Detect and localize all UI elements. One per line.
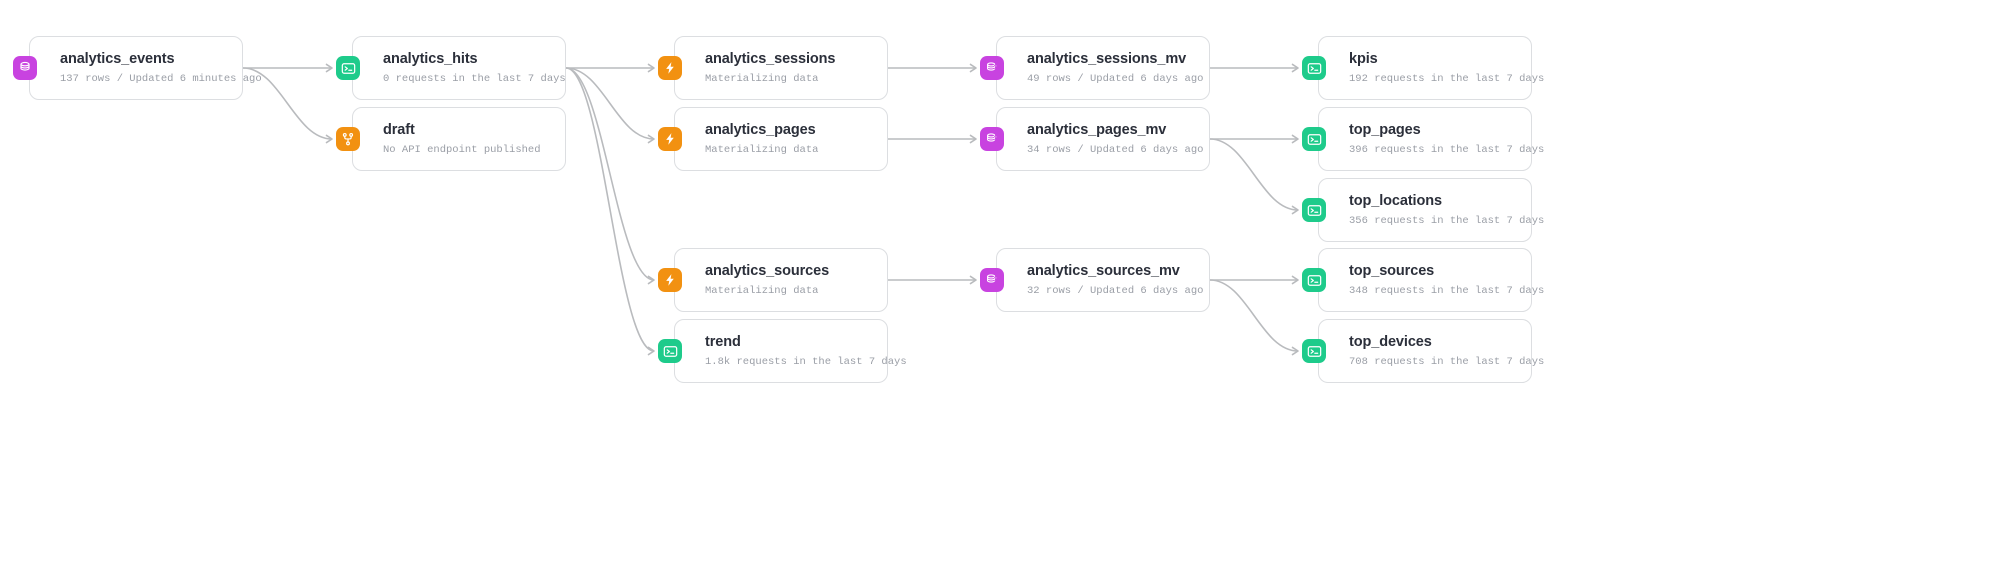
node-kpis[interactable]: kpis 192 requests in the last 7 days (1302, 36, 1545, 100)
node-top_locations[interactable]: top_locations 356 requests in the last 7 … (1302, 178, 1545, 242)
node-subtitle: 192 requests in the last 7 days (1349, 72, 1545, 85)
node-subtitle: No API endpoint published (383, 143, 541, 156)
node-analytics_hits[interactable]: analytics_hits 0 requests in the last 7 d… (336, 36, 566, 100)
arrow-head-top_devices (1291, 346, 1299, 356)
node-title: top_sources (1349, 263, 1435, 279)
arrow-head-top_locations (1291, 205, 1299, 215)
node-subtitle: 49 rows / Updated 6 days ago (1027, 72, 1204, 85)
arrow-head-trend (647, 346, 655, 356)
terminal-icon (1302, 268, 1326, 292)
edge-analytics_sources_mv-to-top_devices (1209, 279, 1299, 352)
git-branch-icon (336, 127, 360, 151)
node-top_pages[interactable]: top_pages 396 requests in the last 7 days (1302, 107, 1545, 171)
node-analytics_sessions_mv[interactable]: analytics_sessions_mv 49 rows / Updated 6… (980, 36, 1210, 100)
terminal-icon (1302, 198, 1326, 222)
node-title: trend (705, 334, 741, 350)
node-title: analytics_pages (705, 122, 816, 138)
node-title: analytics_events (60, 51, 175, 67)
materialized-view-icon (980, 127, 1004, 151)
node-analytics_pages_mv[interactable]: analytics_pages_mv 34 rows / Updated 6 da… (980, 107, 1210, 171)
arrow-head-analytics_sessions_mv (969, 63, 977, 73)
node-body: trend 1.8k requests in the last 7 days (675, 334, 907, 368)
lightning-icon (658, 268, 682, 292)
node-subtitle: 34 rows / Updated 6 days ago (1027, 143, 1204, 156)
arrow-head-top_pages (1291, 134, 1299, 144)
node-title: analytics_hits (383, 51, 478, 67)
node-subtitle: Materializing data (705, 72, 819, 85)
node-title: analytics_sources (705, 263, 830, 279)
node-subtitle: 137 rows / Updated 6 minutes ago (60, 72, 262, 85)
node-analytics_events[interactable]: analytics_events 137 rows / Updated 6 min… (13, 36, 262, 100)
arrow-head-draft (325, 134, 333, 144)
materialized-view-icon (980, 268, 1004, 292)
edge-analytics_hits-to-analytics_pages (565, 67, 655, 140)
node-subtitle: 356 requests in the last 7 days (1349, 214, 1545, 227)
terminal-icon (1302, 127, 1326, 151)
arrow-head-analytics_sources_mv (969, 275, 977, 285)
node-analytics_sources_mv[interactable]: analytics_sources_mv 32 rows / Updated 6 … (980, 248, 1210, 312)
edge-analytics_pages_mv-to-top_locations (1209, 138, 1299, 211)
database-icon (13, 56, 37, 80)
terminal-icon (1302, 56, 1326, 80)
node-subtitle: 1.8k requests in the last 7 days (705, 355, 907, 368)
terminal-icon (336, 56, 360, 80)
node-title: draft (383, 122, 415, 138)
node-body: kpis 192 requests in the last 7 days (1319, 51, 1545, 85)
node-subtitle: Materializing data (705, 284, 819, 297)
node-title: analytics_pages_mv (1027, 122, 1167, 138)
node-top_devices[interactable]: top_devices 708 requests in the last 7 da… (1302, 319, 1545, 383)
node-subtitle: 32 rows / Updated 6 days ago (1027, 284, 1204, 297)
node-draft[interactable]: draft No API endpoint published (336, 107, 566, 171)
materialized-view-icon (980, 56, 1004, 80)
node-body: analytics_events 137 rows / Updated 6 min… (30, 51, 262, 85)
lightning-icon (658, 56, 682, 80)
node-title: analytics_sources_mv (1027, 263, 1180, 279)
node-subtitle: Materializing data (705, 143, 819, 156)
node-body: analytics_sources_mv 32 rows / Updated 6 … (997, 264, 1209, 296)
node-trend[interactable]: trend 1.8k requests in the last 7 days (658, 319, 907, 383)
node-subtitle: 708 requests in the last 7 days (1349, 355, 1545, 368)
edge-analytics_hits-to-trend (565, 67, 655, 352)
node-body: draft No API endpoint published (353, 123, 565, 155)
node-title: analytics_sessions (705, 51, 836, 67)
node-title: analytics_sessions_mv (1027, 51, 1187, 67)
node-body: analytics_sessions_mv 49 rows / Updated 6… (997, 52, 1209, 84)
arrow-head-analytics_hits (325, 63, 333, 73)
node-subtitle: 396 requests in the last 7 days (1349, 143, 1545, 156)
arrow-head-analytics_pages_mv (969, 134, 977, 144)
node-body: top_locations 356 requests in the last 7 … (1319, 193, 1545, 227)
node-title: top_devices (1349, 334, 1432, 350)
node-title: top_pages (1349, 122, 1421, 138)
terminal-icon (658, 339, 682, 363)
node-body: top_sources 348 requests in the last 7 da… (1319, 263, 1545, 297)
node-subtitle: 348 requests in the last 7 days (1349, 284, 1545, 297)
arrow-head-analytics_pages (647, 134, 655, 144)
node-body: analytics_hits 0 requests in the last 7 d… (353, 51, 566, 85)
node-title: top_locations (1349, 193, 1442, 209)
edge-analytics_hits-to-analytics_sources (565, 67, 655, 281)
node-title: kpis (1349, 51, 1378, 67)
arrow-head-kpis (1291, 63, 1299, 73)
arrow-head-top_sources (1291, 275, 1299, 285)
arrow-head-analytics_sources (647, 275, 655, 285)
terminal-icon (1302, 339, 1326, 363)
node-body: analytics_pages_mv 34 rows / Updated 6 da… (997, 123, 1209, 155)
lightning-icon (658, 127, 682, 151)
node-body: top_devices 708 requests in the last 7 da… (1319, 334, 1545, 368)
node-body: top_pages 396 requests in the last 7 days (1319, 122, 1545, 156)
arrow-head-analytics_sessions (647, 63, 655, 73)
node-subtitle: 0 requests in the last 7 days (383, 72, 566, 85)
node-top_sources[interactable]: top_sources 348 requests in the last 7 da… (1302, 248, 1545, 312)
